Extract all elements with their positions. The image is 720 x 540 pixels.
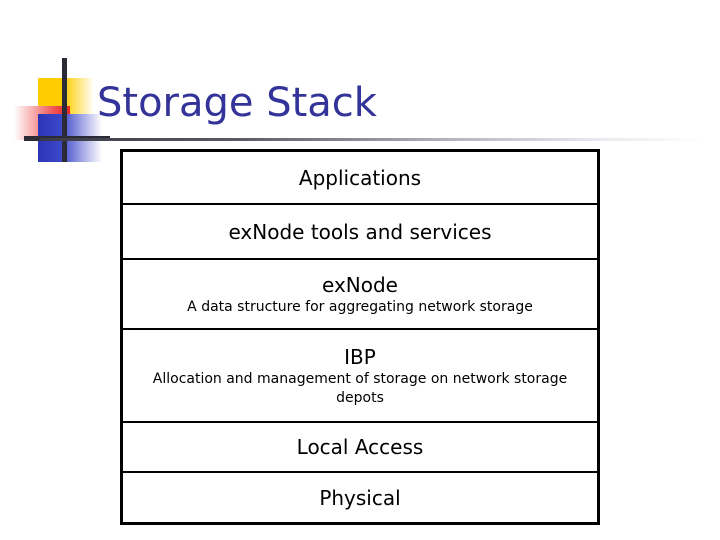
stack-row-subtitle: Allocation and management of storage on …: [152, 370, 568, 406]
stack-row-subtitle: A data structure for aggregating network…: [187, 298, 533, 315]
stack-row-label: Physical: [319, 485, 401, 510]
logo-vertical-line: [62, 58, 67, 162]
storage-stack-diagram: Applications exNode tools and services e…: [120, 149, 600, 525]
stack-row-exnode-tools: exNode tools and services: [123, 205, 597, 260]
stack-row-label: Applications: [298, 165, 422, 190]
stack-row-label: exNode tools and services: [228, 219, 492, 244]
stack-row-label: Local Access: [296, 435, 424, 459]
stack-row-applications: Applications: [123, 152, 597, 205]
stack-row-local-access: Local Access: [123, 423, 597, 473]
stack-row-physical: Physical: [123, 473, 597, 522]
stack-row-ibp: IBP Allocation and management of storage…: [123, 330, 597, 423]
page-title: Storage Stack: [97, 80, 377, 126]
title-divider: [40, 138, 702, 141]
stack-row-exnode: exNode A data structure for aggregating …: [123, 260, 597, 330]
stack-row-label: IBP: [344, 344, 376, 369]
stack-row-label: exNode: [322, 272, 398, 297]
